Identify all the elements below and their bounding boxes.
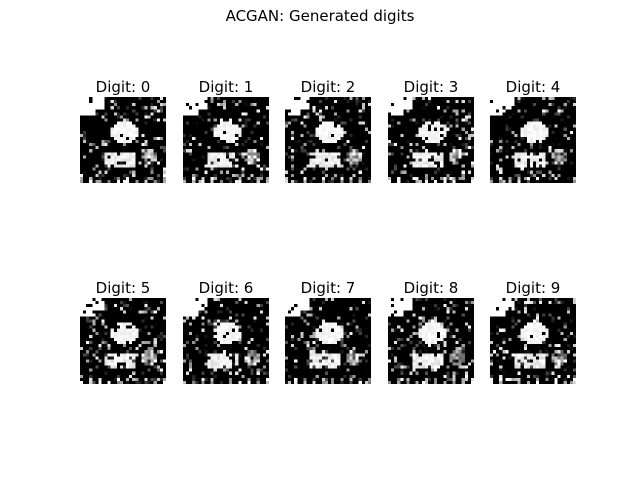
- generated-digit-image: [285, 97, 371, 183]
- digit-panel-6: Digit: 6: [183, 279, 269, 384]
- digit-panel-3: Digit: 3: [388, 78, 474, 183]
- panel-title: Digit: 5: [95, 279, 151, 297]
- panel-title: Digit: 9: [505, 279, 561, 297]
- digit-panel-0: Digit: 0: [80, 78, 166, 183]
- digit-panel-9: Digit: 9: [490, 279, 576, 384]
- generated-digit-image: [183, 298, 269, 384]
- generated-digit-image: [388, 97, 474, 183]
- figure-title: ACGAN: Generated digits: [225, 7, 415, 25]
- panel-title: Digit: 6: [198, 279, 254, 297]
- digit-panel-7: Digit: 7: [285, 279, 371, 384]
- panel-title: Digit: 3: [403, 78, 459, 96]
- digit-panel-8: Digit: 8: [388, 279, 474, 384]
- generated-digit-image: [388, 298, 474, 384]
- panel-title: Digit: 0: [95, 78, 151, 96]
- digit-panel-2: Digit: 2: [285, 78, 371, 183]
- digit-panel-4: Digit: 4: [490, 78, 576, 183]
- generated-digit-image: [285, 298, 371, 384]
- panel-title: Digit: 1: [198, 78, 254, 96]
- generated-digit-image: [490, 298, 576, 384]
- panel-title: Digit: 4: [505, 78, 561, 96]
- panel-title: Digit: 8: [403, 279, 459, 297]
- generated-digit-image: [80, 298, 166, 384]
- panel-title: Digit: 7: [300, 279, 356, 297]
- generated-digit-image: [80, 97, 166, 183]
- panel-title: Digit: 2: [300, 78, 356, 96]
- digit-panel-1: Digit: 1: [183, 78, 269, 183]
- digit-panel-5: Digit: 5: [80, 279, 166, 384]
- generated-digit-image: [183, 97, 269, 183]
- generated-digit-image: [490, 97, 576, 183]
